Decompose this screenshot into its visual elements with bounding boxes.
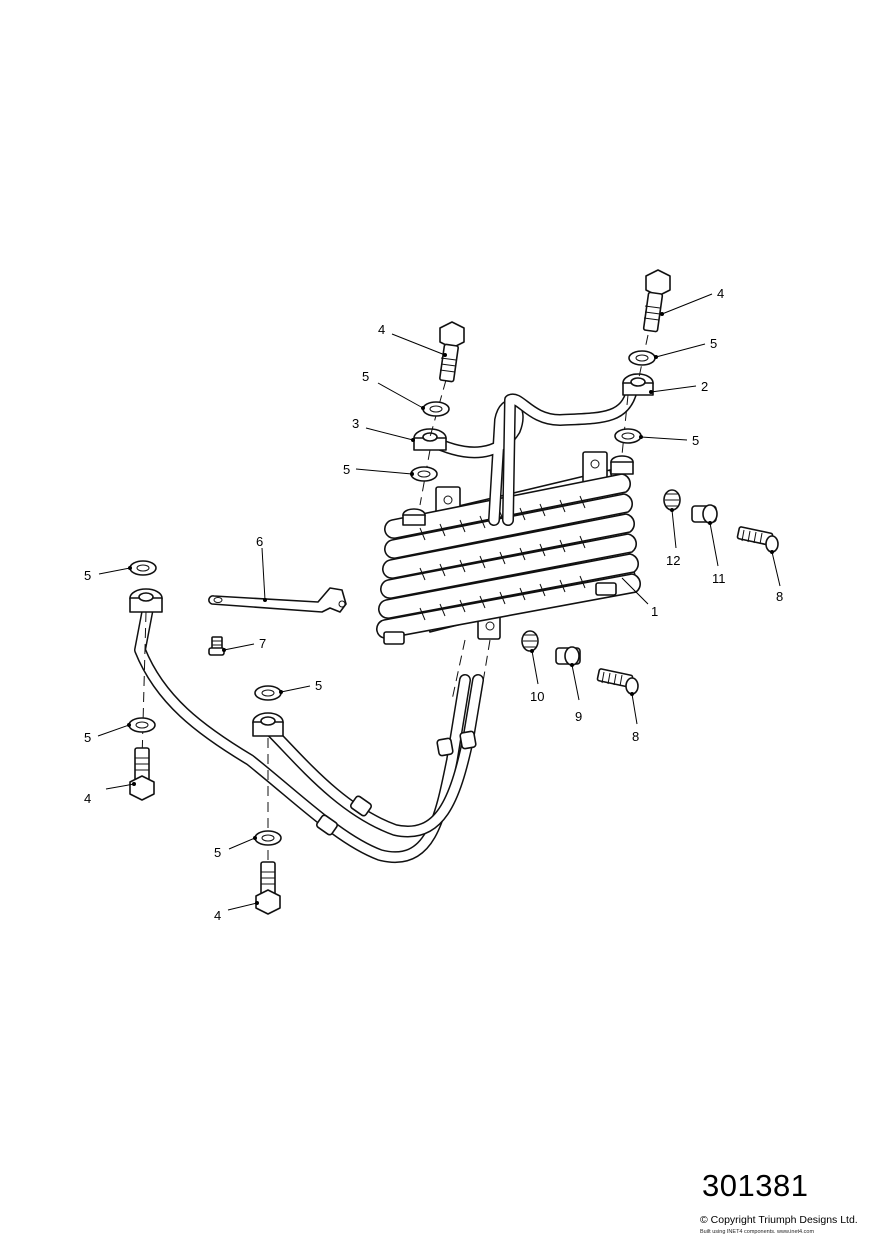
callout-5-right: 5 [692, 433, 699, 448]
callout-3: 3 [352, 416, 359, 431]
washer-far-left [129, 560, 157, 576]
spacer-upper [691, 504, 718, 524]
callout-4-top-right: 4 [717, 286, 724, 301]
callout-1: 1 [651, 604, 658, 619]
callout-4-bottom: 4 [214, 908, 221, 923]
washer-right [614, 428, 642, 444]
banjo-bolt-left [129, 747, 155, 801]
washer-mid-left [410, 466, 438, 482]
callout-12: 12 [666, 553, 680, 568]
callout-5-mid-left: 5 [343, 462, 350, 477]
callout-4-top-left: 4 [378, 322, 385, 337]
callout-5-top-left: 5 [362, 369, 369, 384]
bolt-lower [596, 668, 639, 695]
bracket-screw [208, 636, 225, 656]
copyright-notice: © Copyright Triumph Designs Ltd. [700, 1214, 858, 1226]
banjo-bolt-bottom [255, 861, 281, 915]
callout-8-lower: 8 [632, 729, 639, 744]
upper-hoses [413, 373, 654, 526]
built-with-notice: Built using INET4 components. www.inet4.… [700, 1229, 815, 1235]
lower-hoses [129, 588, 484, 863]
callout-5-bottom: 5 [214, 845, 221, 860]
callout-7: 7 [259, 636, 266, 651]
callout-2: 2 [701, 379, 708, 394]
callout-labels: 1 2 3 4 4 4 4 5 5 5 5 5 5 5 5 6 7 8 8 9 … [84, 286, 783, 923]
washer-top-left [422, 401, 450, 417]
callout-5-top-right: 5 [710, 336, 717, 351]
washer-center [254, 685, 282, 701]
grommet-lower [521, 630, 539, 652]
hose-bracket [208, 587, 347, 613]
callout-5-center: 5 [315, 678, 322, 693]
callout-11: 11 [712, 571, 726, 586]
callout-5-far-left: 5 [84, 568, 91, 583]
spacer-lower [555, 646, 581, 666]
oil-cooler [375, 451, 641, 645]
callout-8-upper: 8 [776, 589, 783, 604]
banjo-bolt-top-right [642, 269, 671, 333]
callout-5-far-left-lower: 5 [84, 730, 91, 745]
callout-6: 6 [256, 534, 263, 549]
leader-lines [97, 293, 781, 911]
callout-9: 9 [575, 709, 582, 724]
bolt-upper [736, 526, 779, 553]
cooler-rows [375, 473, 641, 640]
callout-4-left: 4 [84, 791, 91, 806]
banjo-bolt-top-left [439, 321, 465, 383]
callout-10: 10 [530, 689, 544, 704]
washer-bottom [254, 830, 282, 846]
washer-top-right [628, 350, 656, 366]
grommet-upper [663, 489, 681, 511]
washer-far-left-lower [128, 717, 156, 733]
diagram-reference-number: 301381 [702, 1168, 809, 1203]
